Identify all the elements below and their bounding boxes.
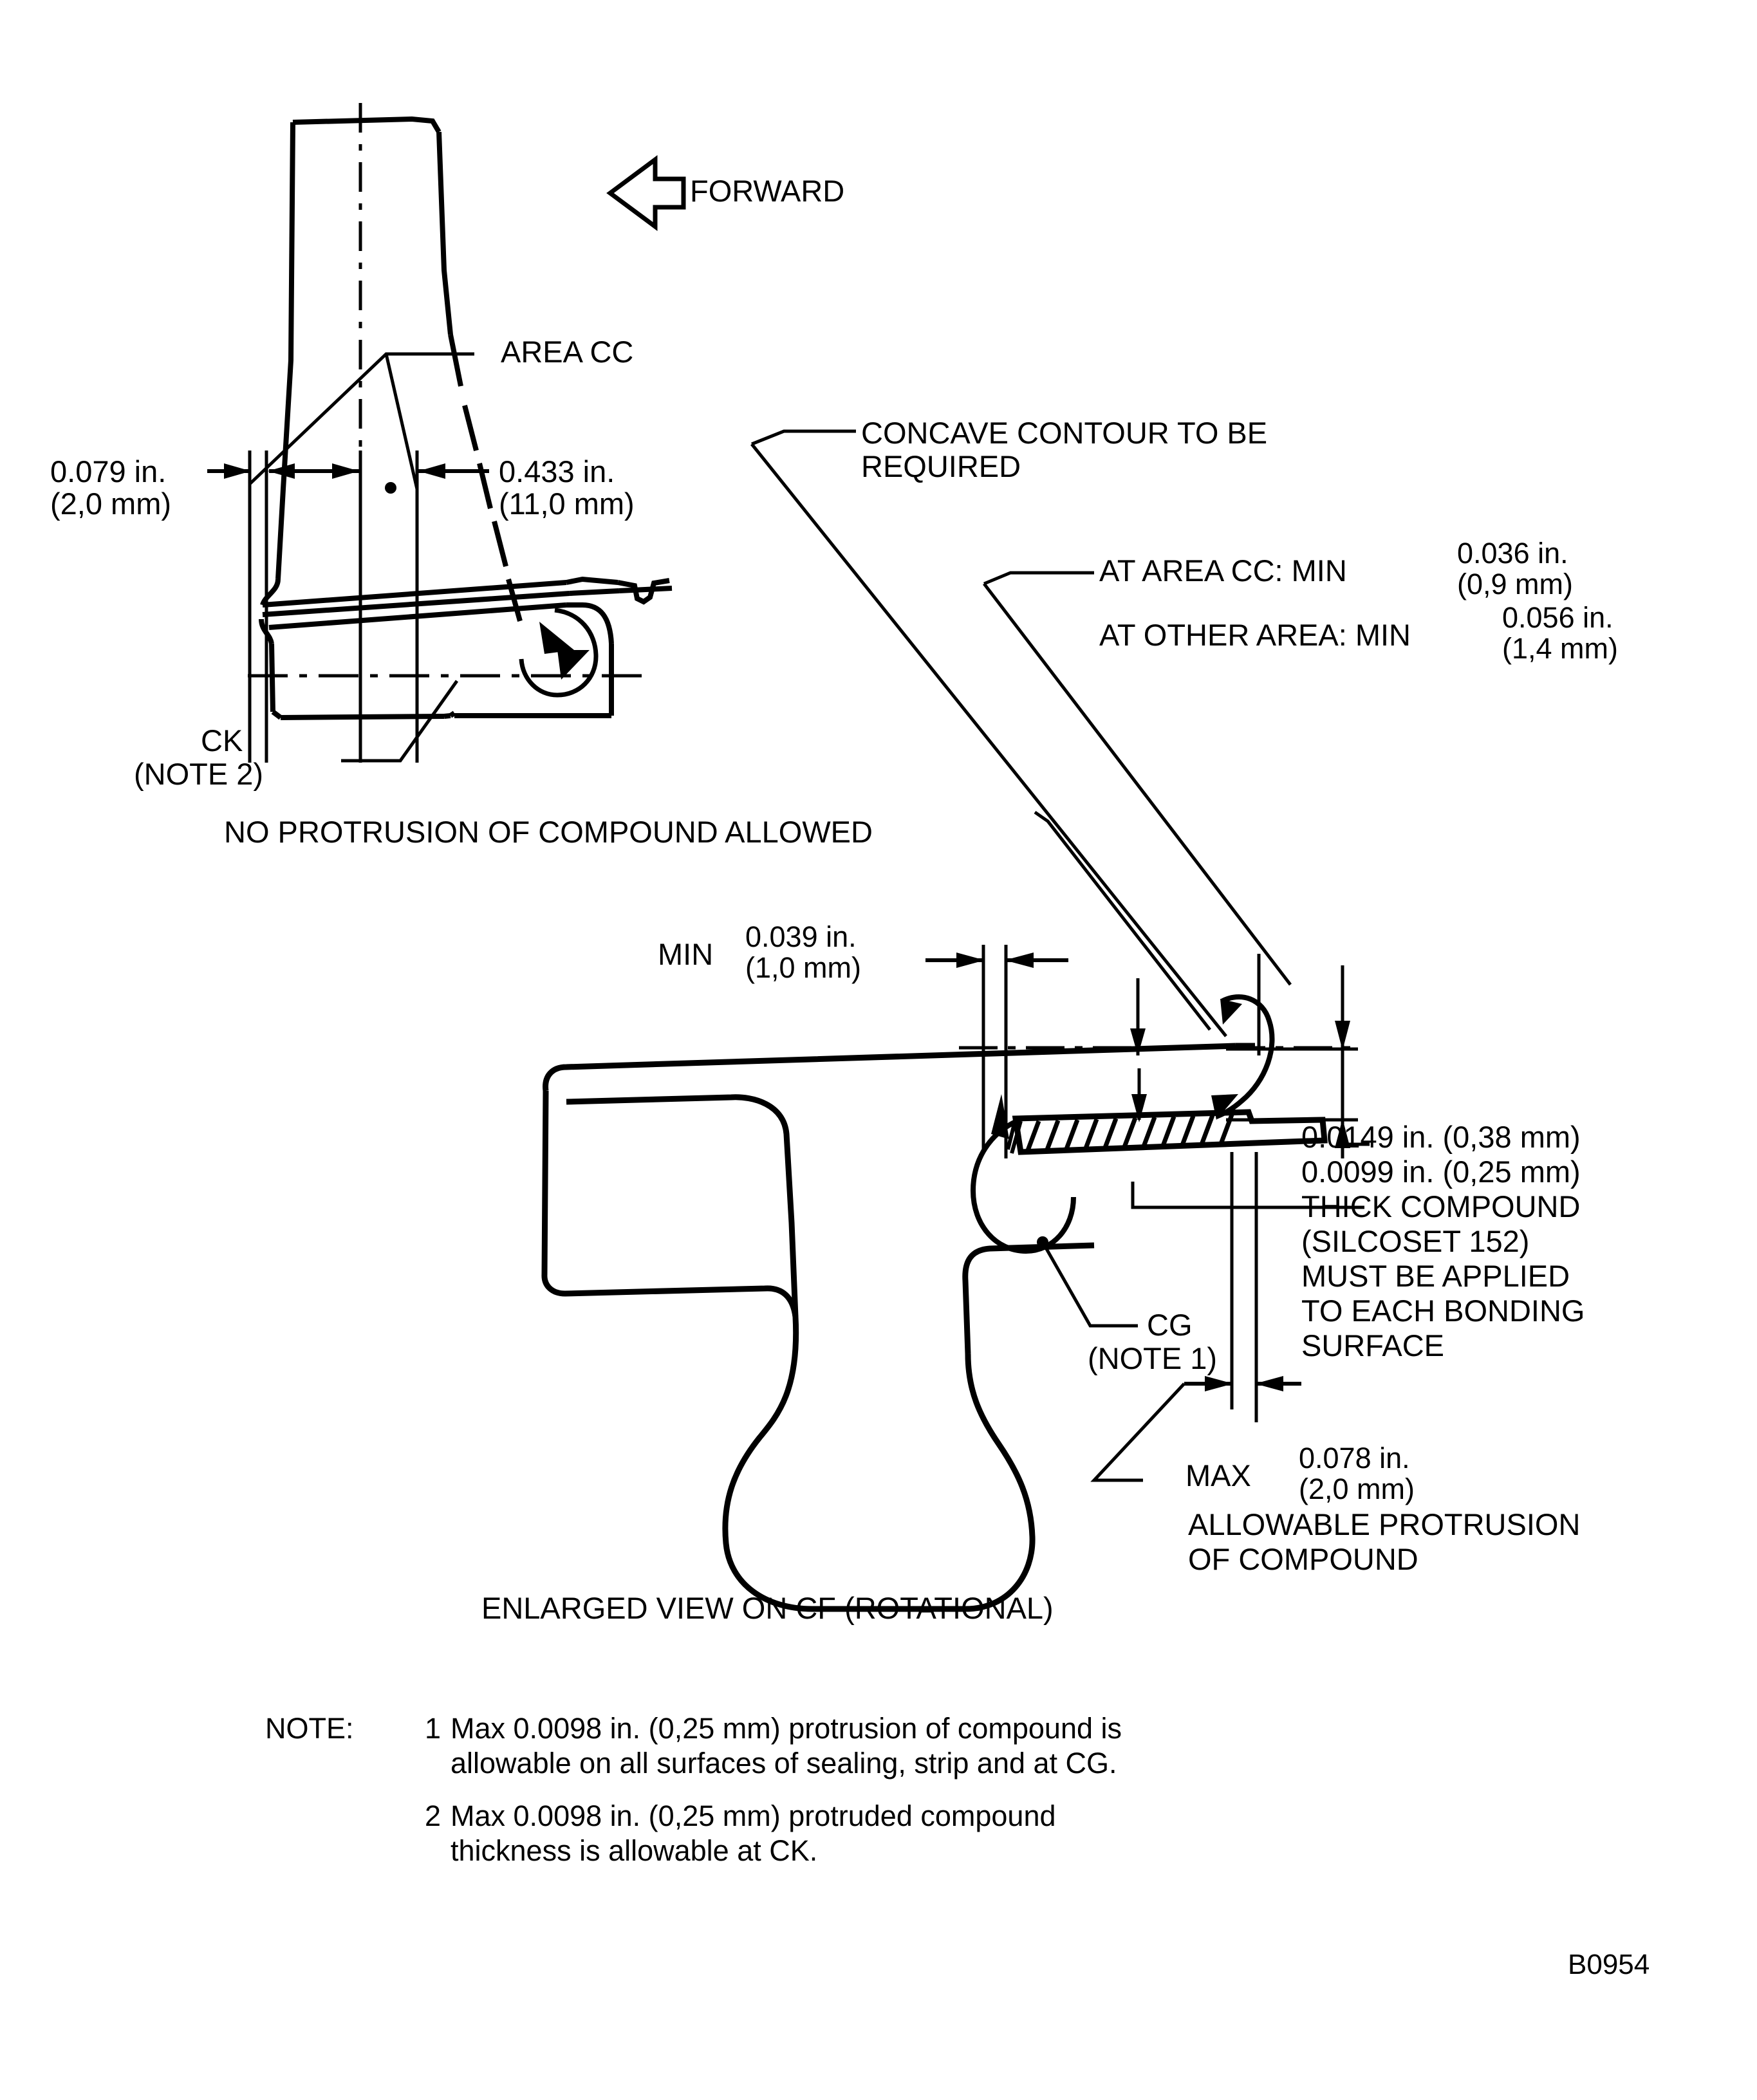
note-2-number: 2 <box>425 1799 442 1832</box>
max-inch: 0.078 in. <box>1299 1442 1410 1474</box>
ck-leader-line <box>341 680 459 763</box>
max-allowable-line2: OF COMPOUND <box>1188 1542 1418 1576</box>
enlarged-root-body <box>541 1043 1236 1612</box>
dim-0149-leader <box>1341 1121 1370 1146</box>
at-area-cc-mm: (0,9 mm) <box>1457 568 1573 600</box>
no-protrusion-label: NO PROTRUSION OF COMPOUND ALLOWED <box>224 815 873 849</box>
max-allowable-line1: ALLOWABLE PROTRUSION <box>1188 1507 1581 1541</box>
at-other-area-inch: 0.056 in. <box>1502 601 1613 634</box>
compound-line3: MUST BE APPLIED <box>1301 1259 1570 1293</box>
enlarged-view-caption: ENLARGED VIEW ON CF (ROTATIONAL) <box>481 1591 1054 1625</box>
dim-left-079: 0.079 in. (2,0 mm) <box>50 456 171 520</box>
compound-line4: TO EACH BONDING <box>1301 1294 1585 1328</box>
concave-contour-leader <box>750 429 1227 1037</box>
no-protrusion-leader <box>1034 810 1211 1031</box>
at-area-cc-leader <box>983 571 1292 986</box>
dim-right-mm: (11,0 mm) <box>499 486 635 521</box>
right-compound-bead <box>1215 994 1275 1119</box>
thickness-0099: 0.0099 in. (0,25 mm) <box>1301 1155 1581 1189</box>
area-cc-dot <box>385 482 396 494</box>
area-cc-label: AREA CC <box>501 335 634 369</box>
dim-arrowheads <box>224 463 445 479</box>
ck-compound-bead <box>519 608 599 698</box>
min-inch: 0.039 in. <box>745 920 857 953</box>
cg-note-label: (NOTE 1) <box>1088 1341 1218 1375</box>
dim-0099-leader <box>1131 1182 1364 1209</box>
dim-left-inch: 0.079 in. <box>50 454 167 488</box>
compound-line5: SURFACE <box>1301 1328 1444 1362</box>
ck-label: CK <box>201 723 243 757</box>
thickness-0149: 0.0149 in. (0,38 mm) <box>1301 1120 1581 1154</box>
strip-thickness-arrowheads <box>1130 1028 1147 1122</box>
note-1-line2: allowable on all surfaces of sealing, st… <box>451 1747 1117 1779</box>
seal-strip-body <box>1012 1109 1328 1155</box>
at-other-area-label: AT OTHER AREA: MIN <box>1099 618 1411 652</box>
cg-compound-bead <box>970 1119 1076 1254</box>
figure-code: B0954 <box>1568 1949 1650 1980</box>
max-mm: (2,0 mm) <box>1299 1473 1415 1505</box>
ck-arrowheads <box>539 622 590 680</box>
note-2-line1: Max 0.0098 in. (0,25 mm) protruded compo… <box>451 1799 1056 1832</box>
note-2-line2: thickness is allowable at CK. <box>451 1834 818 1867</box>
min-dim-arrowheads <box>956 952 1034 968</box>
compound-line1: THICK COMPOUND <box>1301 1189 1581 1223</box>
compound-line2: (SILCOSET 152) <box>1301 1224 1530 1258</box>
note-1-line1: Max 0.0098 in. (0,25 mm) protrusion of c… <box>451 1712 1122 1745</box>
seal-strip-hatch <box>1025 1113 1234 1153</box>
dim-left-mm: (2,0 mm) <box>50 486 171 521</box>
notes-heading: NOTE: <box>265 1712 354 1745</box>
dim-extension-lines <box>248 451 419 763</box>
at-other-area-mm: (1,4 mm) <box>1502 632 1618 665</box>
protrusion-extension-lines <box>1230 1152 1258 1422</box>
min-label: MIN <box>658 937 714 971</box>
area-cc-leader <box>248 352 474 490</box>
max-leader-line <box>1090 1382 1185 1482</box>
cg-leader-line <box>1041 1241 1138 1328</box>
concave-contour-line2: REQUIRED <box>861 449 1021 483</box>
note-1-number: 1 <box>425 1712 442 1745</box>
at-area-cc-inch: 0.036 in. <box>1457 537 1568 570</box>
blade-platform <box>259 576 620 720</box>
dim-right-inch: 0.433 in. <box>499 454 615 488</box>
min-mm: (1,0 mm) <box>745 951 861 984</box>
forward-label: FORWARD <box>690 174 845 208</box>
dim-right-433: 0.433 in. (11,0 mm) <box>499 456 635 520</box>
right-bead-arrowheads <box>1211 999 1242 1120</box>
blade-outline <box>275 116 453 580</box>
concave-contour-line1: CONCAVE CONTOUR TO BE <box>861 416 1268 450</box>
ck-note-label: (NOTE 2) <box>134 757 264 791</box>
forward-arrow-icon <box>606 155 686 231</box>
at-area-cc-label: AT AREA CC: MIN <box>1099 553 1347 588</box>
max-protrusion-arrowheads <box>1205 1376 1283 1391</box>
max-label: MAX <box>1185 1458 1251 1492</box>
cg-label: CG <box>1147 1308 1193 1342</box>
